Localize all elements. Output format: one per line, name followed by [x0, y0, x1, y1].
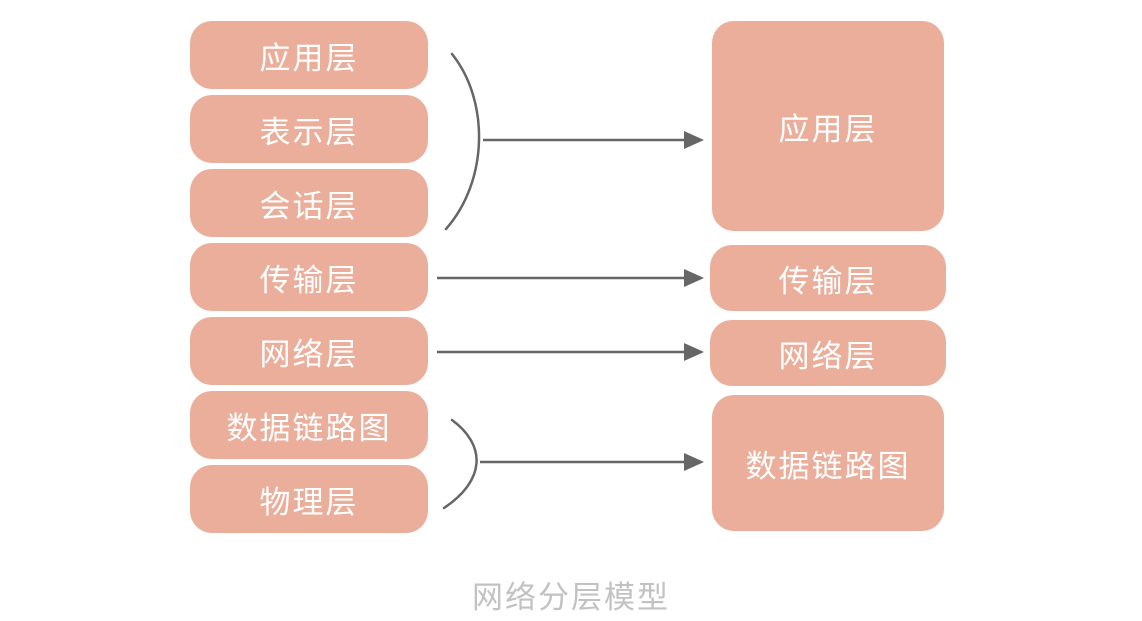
- left-layer-datalink: 数据链路图: [190, 391, 428, 459]
- arrow-upper-head: [684, 131, 704, 149]
- right-layer-network: 网络层: [710, 320, 946, 386]
- left-layer-session: 会话层: [190, 169, 428, 237]
- left-layer-physical: 物理层: [190, 465, 428, 533]
- right-layer-application: 应用层: [712, 21, 944, 231]
- right-layer-datalink: 数据链路图: [712, 395, 944, 531]
- arrow-lower-head: [684, 453, 704, 471]
- left-layer-presentation: 表示层: [190, 95, 428, 163]
- left-layer-application: 应用层: [190, 21, 428, 89]
- arrow-transport-head: [684, 269, 704, 287]
- lower-brace: [442, 418, 478, 510]
- arrow-network-head: [684, 343, 704, 361]
- diagram-caption: 网络分层模型: [472, 580, 670, 616]
- left-layer-transport: 传输层: [190, 243, 428, 311]
- right-layer-transport: 传输层: [710, 245, 946, 311]
- upper-brace: [444, 52, 481, 231]
- left-layer-network: 网络层: [190, 317, 428, 385]
